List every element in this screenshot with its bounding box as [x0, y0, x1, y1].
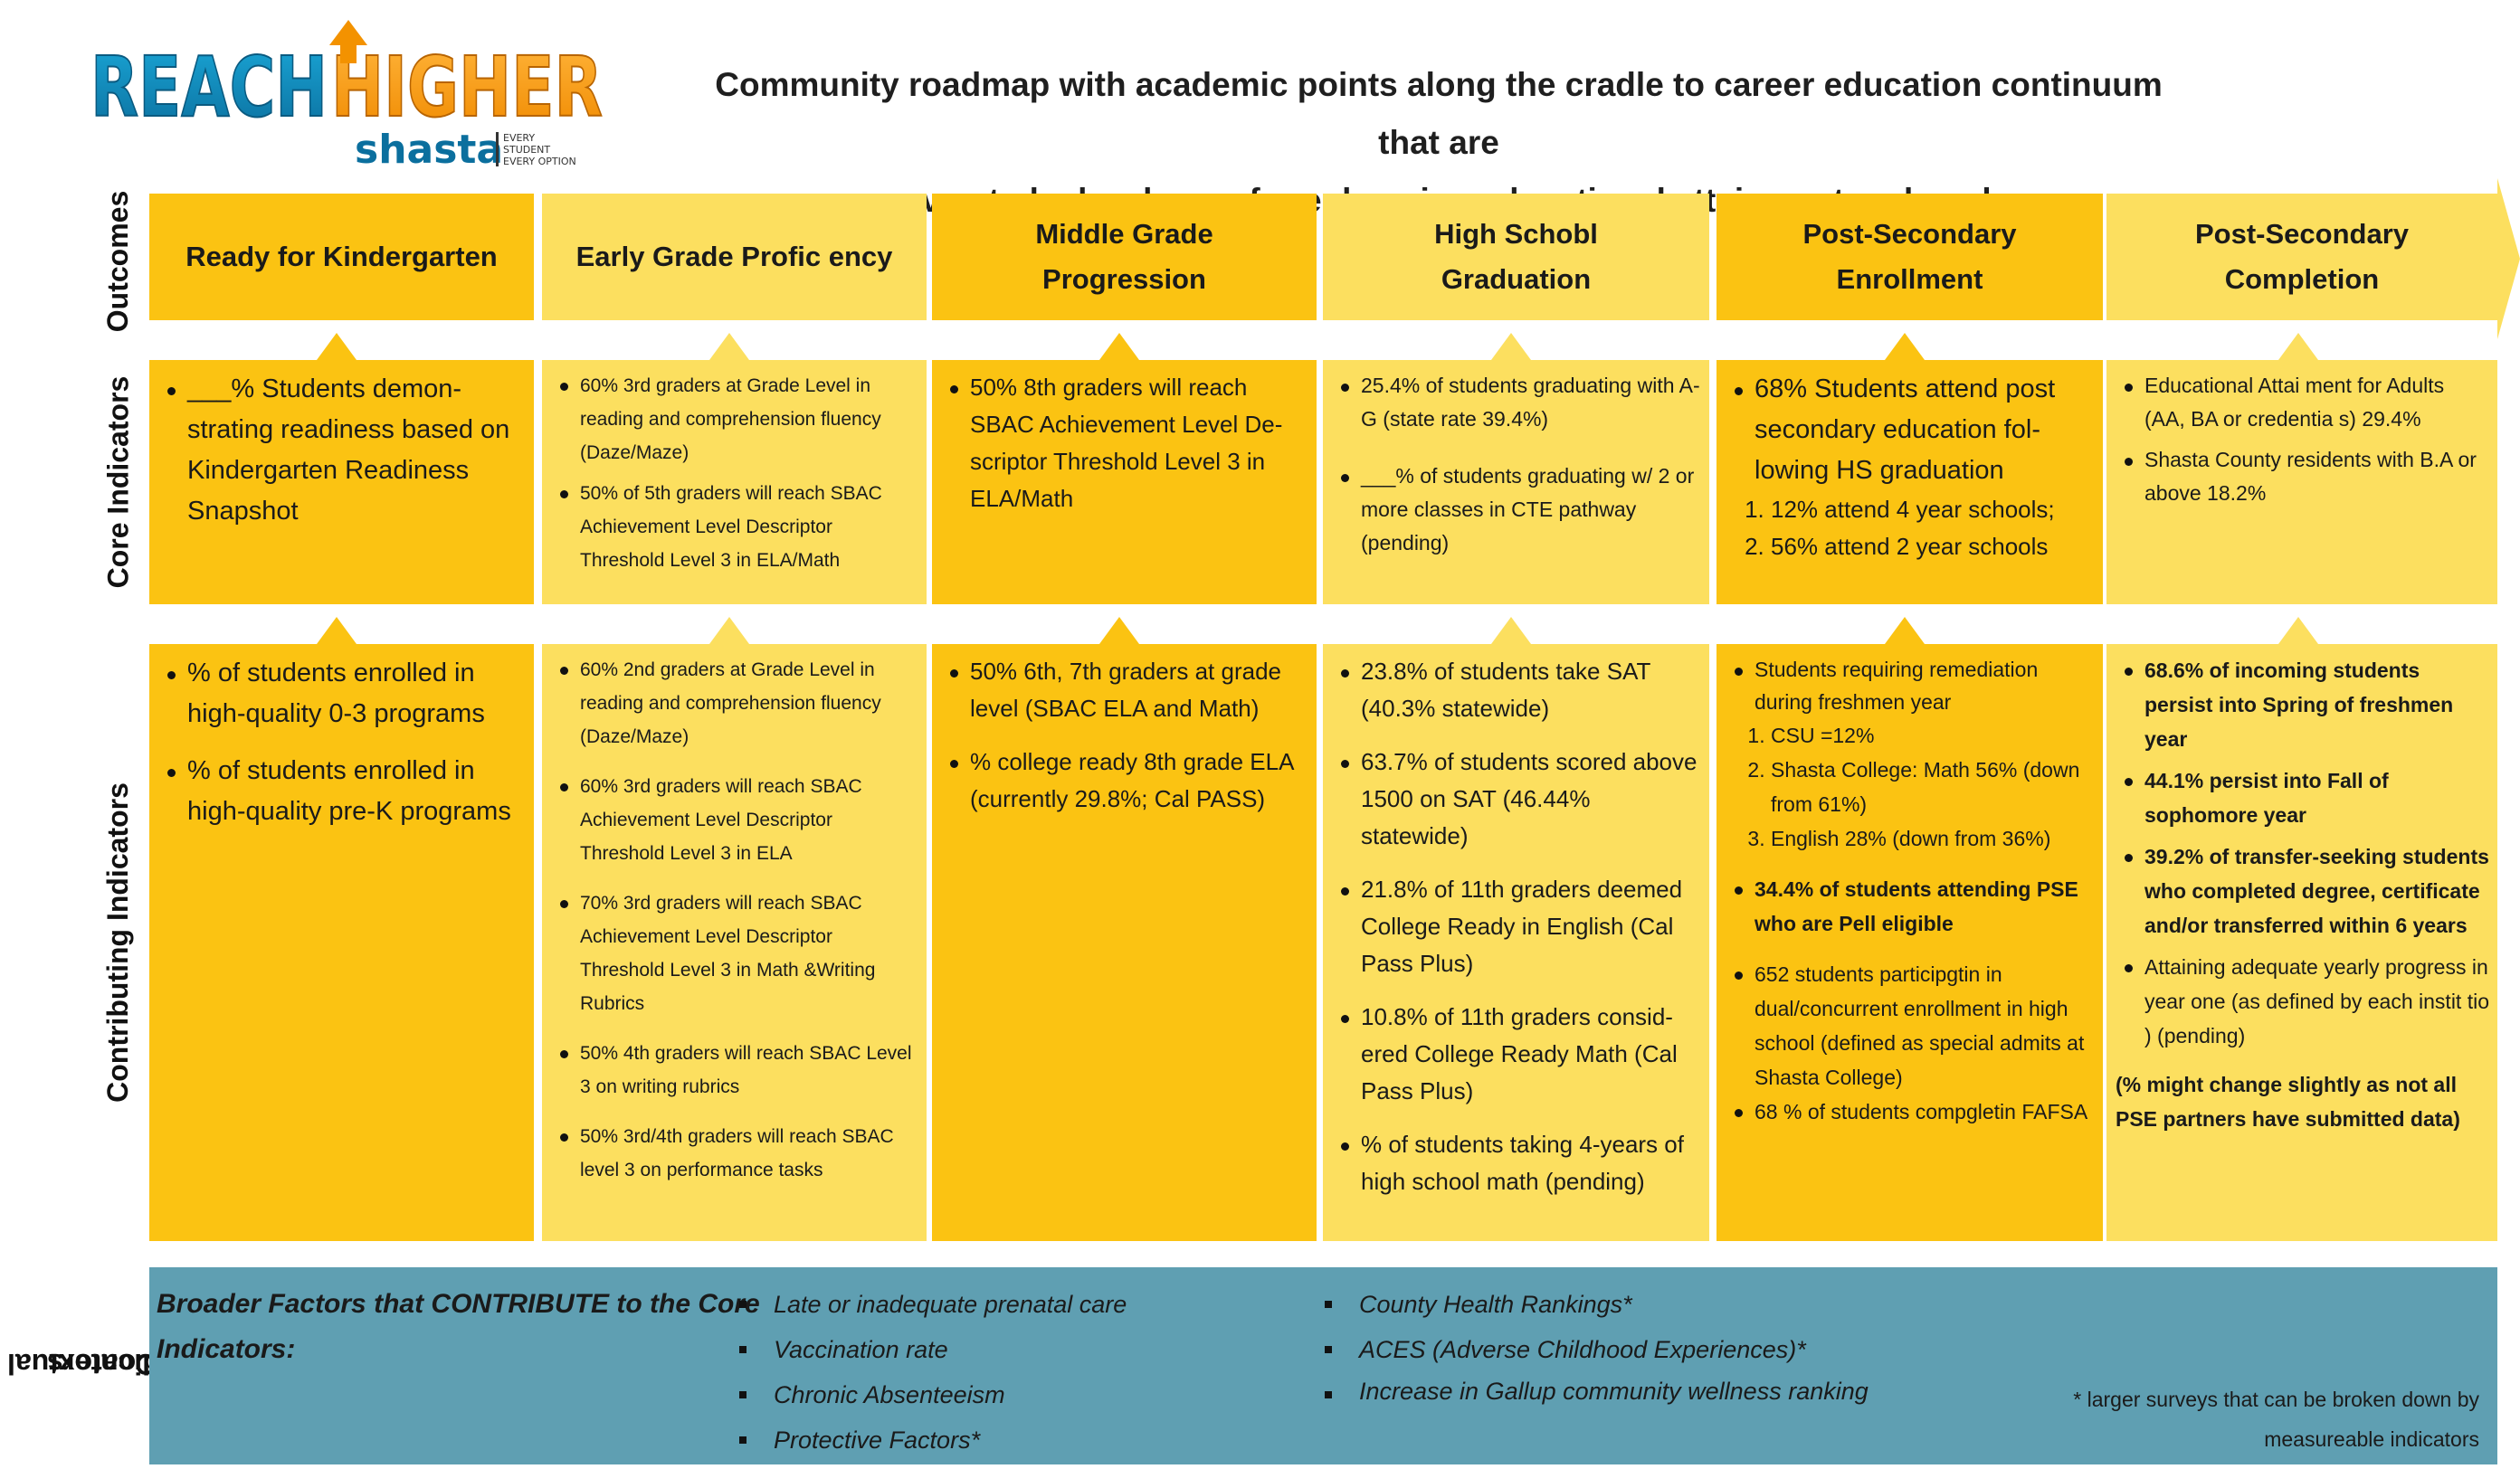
contributing-item: 44.1% persist into Fall of sophomore yea… — [2125, 763, 2490, 832]
contextual-item: Late or inadequate prenatal care — [728, 1282, 1127, 1327]
contributing-item: 21.8% of 11th graders deemed College Rea… — [1341, 871, 1702, 982]
contributing-item: % of students enrolled in high-quality p… — [167, 751, 527, 832]
survey-footnote: * larger surveys that can be broken down… — [2073, 1388, 2479, 1451]
core-numbered-item: 12% attend 4 year schools; — [1771, 491, 2096, 528]
connector-notch — [317, 333, 357, 360]
contributing-item: 50% 3rd/4th graders will reach SBAC leve… — [560, 1120, 919, 1187]
continuum-arrow-head — [2497, 178, 2520, 339]
contextual-item: Chronic Absenteeism — [728, 1372, 1127, 1417]
contributing-item: 34.4% of students attending PSE who are … — [1735, 872, 2096, 941]
title-line-1: Community roadmap with academic points a… — [715, 66, 2163, 161]
outcome-early-grade-proficiency: Early Grade Profic ency — [542, 194, 927, 320]
contributing-item: % of students enrolled in high-quality 0… — [167, 653, 527, 734]
connector-notch — [1491, 617, 1531, 644]
svg-text:EVERY OPTION: EVERY OPTION — [503, 156, 576, 167]
svg-text:REACH: REACH — [90, 39, 328, 136]
contributing-item: 63.7% of students scored above 1500 on S… — [1341, 744, 1702, 855]
contributing-item: Students requiring remediation during fr… — [1735, 653, 2096, 718]
row-label-contributing-indicators: Contributing Indicators — [101, 782, 134, 1103]
contributing-item: 23.8% of students take SAT (40.3% statew… — [1341, 653, 1702, 727]
connector-notch — [709, 617, 749, 644]
contributing-numbered-item: English 28% (down from 36%) — [1771, 821, 2096, 856]
connector-notch — [2278, 617, 2318, 644]
svg-text:STUDENT: STUDENT — [503, 144, 550, 156]
core-indicator-ps-completion: Educational Attai ment for Adults (AA, B… — [2106, 360, 2497, 604]
core-indicator-early-grade: 60% 3rd graders at Grade Level in readin… — [542, 360, 927, 604]
contributing-indicator-high-school: 23.8% of students take SAT (40.3% statew… — [1323, 644, 1709, 1241]
contextual-item: Protective Factors* — [728, 1417, 1127, 1463]
contributing-numbered-item: Shasta College: Math 56% (down from 61%) — [1771, 753, 2096, 821]
contributing-item: 39.2% of transfer-seeking students who c… — [2125, 839, 2490, 943]
contributing-item: 10.8% of 11th graders consid-ered Colleg… — [1341, 999, 1702, 1110]
core-item: 50% of 5th graders will reach SBAC Achie… — [560, 477, 919, 577]
core-indicator-middle-grade: 50% 8th graders will reach SBAC Achievem… — [932, 360, 1317, 604]
contributing-indicator-kindergarten: % of students enrolled in high-quality 0… — [149, 644, 534, 1241]
core-indicator-high-school: 25.4% of students graduating with A-G (s… — [1323, 360, 1709, 604]
contributing-item: 68 % of students compgletin FAFSA — [1735, 1095, 2096, 1129]
connector-notch — [317, 617, 357, 644]
contextual-item: Vaccination rate — [728, 1327, 1127, 1372]
reach-higher-shasta-logo: REACH HIGHER shasta EVERY STUDENT EVERY … — [90, 18, 615, 173]
contributing-indicator-early-grade: 60% 2nd graders at Grade Level in readin… — [542, 644, 927, 1241]
core-item: ___% Students demon-strating readiness b… — [167, 369, 527, 532]
connector-notch — [709, 333, 749, 360]
contextual-item: Increase in Gallup community wellness ra… — [1314, 1372, 1875, 1410]
contributing-indicator-middle-grade: 50% 6th, 7th graders at grade level (SBA… — [932, 644, 1317, 1241]
row-label-core-indicators: Core Indicators — [101, 375, 134, 589]
contributing-indicator-ps-completion: 68.6% of incoming students persist into … — [2106, 644, 2497, 1241]
contributing-numbered-item: CSU =12% — [1771, 718, 2096, 753]
contextual-item: County Health Rankings* — [1314, 1282, 1875, 1327]
contributing-item: % college ready 8th grade ELA (currently… — [950, 744, 1309, 818]
svg-text:EVERY: EVERY — [503, 132, 535, 144]
connector-notch — [1491, 333, 1531, 360]
core-numbered-item: 56% attend 2 year schools — [1771, 528, 2096, 565]
svg-text:HIGHER: HIGHER — [331, 39, 603, 136]
core-item: ___% of students graduating w/ 2 or more… — [1341, 460, 1702, 560]
core-item: 50% 8th graders will reach SBAC Achievem… — [950, 369, 1309, 517]
contributing-item: 60% 3rd graders will reach SBAC Achievem… — [560, 770, 919, 870]
contributing-item: 50% 4th graders will reach SBAC Level 3 … — [560, 1037, 919, 1104]
connector-notch — [1099, 617, 1139, 644]
contributing-indicator-ps-enrollment: Students requiring remediation during fr… — [1716, 644, 2103, 1241]
row-label-outcomes: Outcomes — [101, 190, 135, 333]
svg-text:shasta: shasta — [355, 127, 503, 172]
core-indicator-kindergarten: ___% Students demon-strating readiness b… — [149, 360, 534, 604]
contributing-item: 652 students participgtin in dual/concur… — [1735, 957, 2096, 1095]
contributing-item: 70% 3rd graders will reach SBAC Achievem… — [560, 886, 919, 1020]
contributing-item: 68.6% of incoming students persist into … — [2125, 653, 2490, 756]
contextual-list-1: Late or inadequate prenatal care Vaccina… — [728, 1282, 1127, 1463]
contextual-heading: Broader Factors that CONTRIBUTE to the C… — [157, 1289, 760, 1364]
core-item: Shasta County residents with B.A or abov… — [2125, 443, 2490, 510]
contributing-item: 60% 2nd graders at Grade Level in readin… — [560, 653, 919, 753]
core-item: 60% 3rd graders at Grade Level in readin… — [560, 369, 919, 469]
core-item: 68% Students attend post secondary educa… — [1735, 369, 2096, 491]
contextual-list-2: County Health Rankings* ACES (Adverse Ch… — [1314, 1282, 1875, 1410]
connector-notch — [1885, 333, 1925, 360]
contributing-item: 50% 6th, 7th graders at grade level (SBA… — [950, 653, 1309, 727]
core-indicator-ps-enrollment: 68% Students attend post secondary educa… — [1716, 360, 2103, 604]
contributing-item: % of students taking 4-years of high sch… — [1341, 1126, 1702, 1200]
core-item: Educational Attai ment for Adults (AA, B… — [2125, 369, 2490, 436]
outcome-ready-for-kindergarten: Ready for Kindergarten — [149, 194, 534, 320]
core-item: 25.4% of students graduating with A-G (s… — [1341, 369, 1702, 436]
connector-notch — [1099, 333, 1139, 360]
contextual-item: ACES (Adverse Childhood Experiences)* — [1314, 1327, 1875, 1372]
connector-notch — [1885, 617, 1925, 644]
data-disclaimer-note: (% might change slightly as not all PSE … — [2116, 1073, 2460, 1131]
contributing-item: Attaining adequate yearly progress in ye… — [2125, 950, 2490, 1053]
connector-notch — [2278, 333, 2318, 360]
contextual-indicators-band: Broader Factors that CONTRIBUTE to the C… — [149, 1267, 2497, 1464]
